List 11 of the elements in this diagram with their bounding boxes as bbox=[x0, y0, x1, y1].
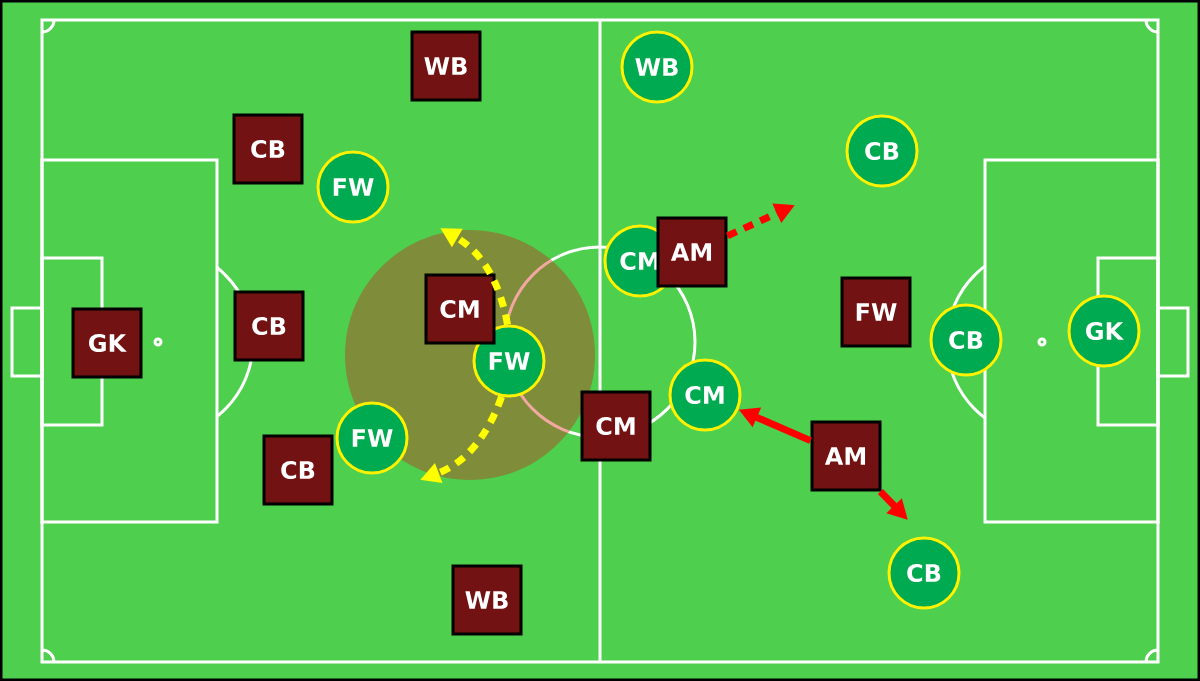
player-square: WB bbox=[451, 564, 523, 636]
player-square: WB bbox=[410, 30, 482, 102]
player-square: GK bbox=[71, 307, 143, 379]
player-square: CB bbox=[262, 434, 334, 506]
player-square: AM bbox=[656, 216, 728, 288]
player-square: FW bbox=[840, 276, 912, 348]
player-square: CM bbox=[424, 273, 496, 345]
player-square: AM bbox=[810, 420, 882, 492]
player-square: CM bbox=[580, 390, 652, 462]
player-square: CB bbox=[232, 113, 304, 185]
player-square: CB bbox=[233, 290, 305, 362]
